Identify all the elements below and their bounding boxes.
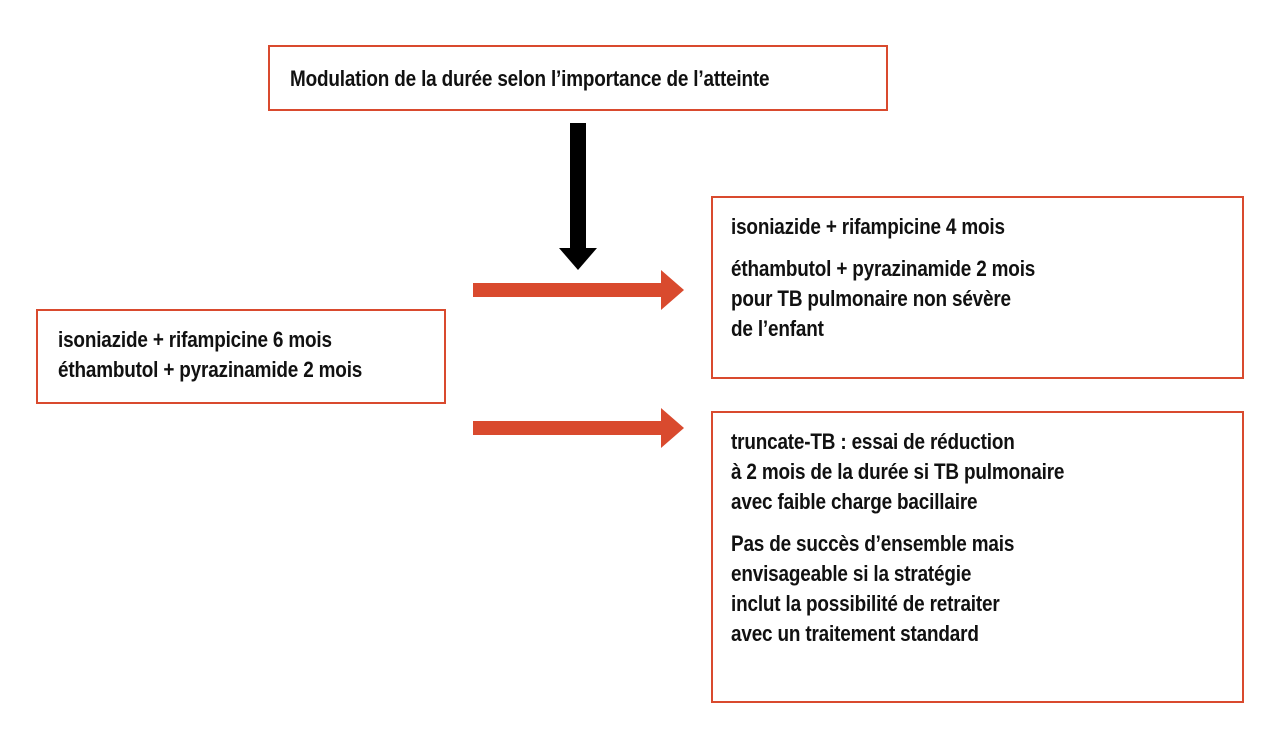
- node-text-line: éthambutol + pyrazinamide 2 mois: [58, 357, 363, 382]
- node-text-line: de l’enfant: [731, 316, 824, 341]
- node-text-line: pour TB pulmonaire non sévère: [731, 286, 1011, 311]
- node-text-line: Modulation de la durée selon l’importanc…: [290, 66, 770, 91]
- arrow-top-to-short-regimen: [559, 123, 597, 270]
- arrow-standard-to-truncate: [473, 408, 684, 448]
- node-text-line: avec un traitement standard: [731, 621, 979, 646]
- node-truncate-tb: truncate-TB : essai de réduction à 2 moi…: [711, 411, 1244, 703]
- node-standard-regimen: isoniazide + rifampicine 6 mois éthambut…: [36, 309, 446, 404]
- node-text-line: inclut la possibilité de retraiter: [731, 591, 1000, 616]
- arrow-standard-to-short-regimen: [473, 270, 684, 310]
- node-text-line: isoniazide + rifampicine 4 mois: [731, 214, 1005, 239]
- node-short-regimen: isoniazide + rifampicine 4 mois éthambut…: [711, 196, 1244, 379]
- node-text-line: truncate-TB : essai de réduction: [731, 429, 1015, 454]
- node-text-line: isoniazide + rifampicine 6 mois: [58, 327, 332, 352]
- node-text-line: avec faible charge bacillaire: [731, 489, 978, 514]
- node-text-line: Pas de succès d’ensemble mais: [731, 531, 1015, 556]
- node-text-line: à 2 mois de la durée si TB pulmonaire: [731, 459, 1065, 484]
- node-duration-modulation: Modulation de la durée selon l’importanc…: [268, 45, 888, 111]
- node-text-line: envisageable si la stratégie: [731, 561, 972, 586]
- node-text-line: éthambutol + pyrazinamide 2 mois: [731, 256, 1036, 281]
